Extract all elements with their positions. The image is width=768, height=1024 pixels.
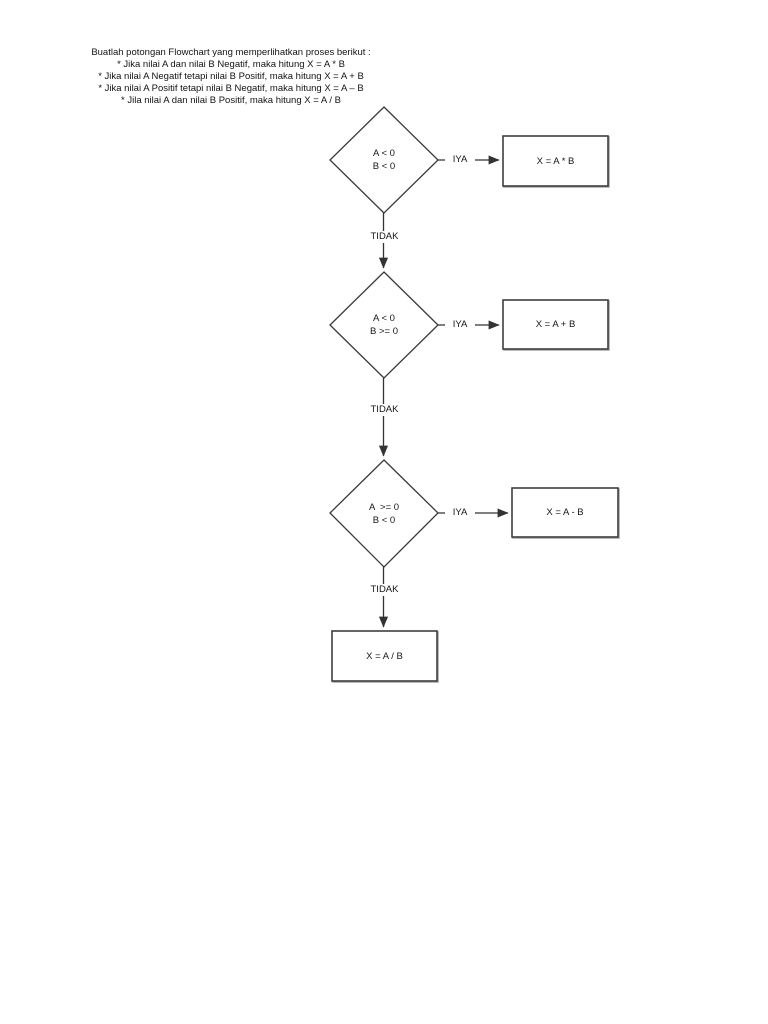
decision-3-condition-line-1: A >= 0 (368, 501, 400, 513)
process-box-1 (502, 135, 609, 187)
prompt-line-3: * Jika nilai A Negatif tetapi nilai B Po… (98, 71, 364, 82)
yes-label-2: IYA (445, 319, 475, 331)
yes-label-1: IYA (445, 154, 475, 166)
no-label-2: TIDAK (364, 404, 405, 416)
prompt-line-4: * Jika nilai A Positif tetapi nilai B Ne… (98, 83, 364, 94)
decision-3-condition-line-2: B < 0 (372, 514, 396, 526)
decision-1-condition-line-1: A < 0 (373, 148, 395, 159)
no-label-1: TIDAK (364, 231, 405, 243)
process-box-4 (331, 630, 438, 682)
process-2-label: X = A + B (535, 319, 576, 330)
prompt-line-5: * Jila nilai A dan nilai B Positif, maka… (121, 95, 341, 106)
prompt-line-1: Buatlah potongan Flowchart yang memperli… (91, 47, 371, 58)
decision-2-condition-line-2: B >= 0 (370, 326, 398, 337)
exercise-prompt: Buatlah potongan Flowchart yang memperli… (66, 47, 396, 107)
yes-label-3: IYA (445, 507, 475, 519)
process-3-label: X = A - B (546, 507, 584, 518)
process-box-2 (502, 299, 609, 350)
process-4-label: X = A / B (366, 650, 403, 662)
decision-2-condition-line-1: A < 0 (373, 313, 395, 324)
no-label-3: TIDAK (364, 584, 405, 596)
decision-1-condition-line-2: B < 0 (372, 161, 396, 172)
process-1-label: X = A * B (536, 155, 575, 167)
process-box-3 (511, 487, 619, 538)
decision-2-label: A < 0 B >= 0 (330, 272, 438, 378)
flowchart-canvas (329, 106, 619, 682)
decision-3-label: A >= 0 B < 0 (330, 460, 438, 567)
decision-1-label: A < 0 B < 0 (330, 107, 438, 213)
prompt-line-2: * Jika nilai A dan nilai B Negatif, maka… (117, 59, 345, 70)
